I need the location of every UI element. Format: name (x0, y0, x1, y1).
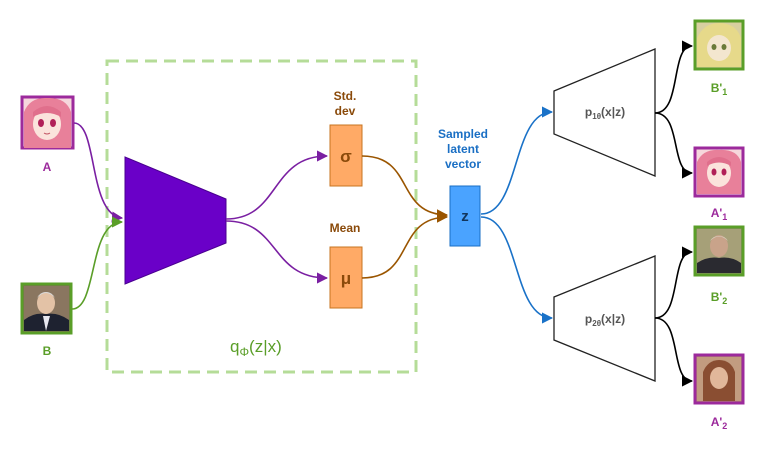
arrow-encoder-to-sigma (225, 150, 329, 220)
output-image-b2 (693, 225, 745, 277)
output-label-b1: B'1 (711, 81, 728, 97)
output-a1-sub: 1 (722, 212, 727, 222)
decoder-2-sub: 2θ (592, 319, 601, 328)
sigma-symbol: σ (340, 147, 352, 166)
output-label-a1: A'1 (711, 206, 728, 222)
decoder-1-sub: 1θ (592, 112, 601, 121)
decoder-1-label: p1θ(x|z) (585, 105, 625, 121)
mean-label: Mean (330, 221, 361, 235)
decoder-network-2 (553, 255, 656, 382)
arrow-decoder-1-to-a1 (654, 112, 694, 179)
decoder-1-rest: (x|z) (601, 105, 625, 119)
latent-z-symbol: z (461, 208, 469, 225)
output-b1-label: B' (711, 81, 723, 95)
arrow-sigma-to-z (361, 155, 449, 221)
arrow-decoder-2-to-a2 (654, 317, 694, 387)
arrow-mu-to-z (361, 211, 449, 279)
arrow-b-to-encoder (71, 216, 124, 310)
decoder-2-p: p (585, 312, 592, 326)
sigma-box (329, 124, 363, 187)
input-image-a (20, 95, 75, 150)
input-label-a: A (43, 160, 52, 174)
output-b1-sub: 1 (722, 87, 727, 97)
encoder-network (124, 156, 227, 285)
input-image-b (20, 282, 73, 335)
posterior-q: q (230, 337, 239, 356)
arrow-decoder-1-to-b1 (654, 40, 694, 114)
encoder-dashed-box (105, 59, 418, 374)
latent-z-box (449, 185, 481, 247)
output-a1-label: A' (711, 206, 723, 220)
latent-title-line1: Sampled (438, 127, 488, 141)
output-image-a1 (693, 146, 745, 198)
decoder-2-rest: (x|z) (601, 312, 625, 326)
output-b2-sub: 2 (722, 296, 727, 306)
latent-title-line2: latent (447, 142, 479, 156)
arrow-z-to-decoder-2 (480, 216, 554, 324)
output-image-b1 (693, 19, 745, 71)
output-b2-label: B' (711, 290, 723, 304)
mu-symbol: μ (341, 269, 351, 288)
latent-title-line3: vector (445, 157, 481, 171)
arrow-decoder-2-to-b2 (654, 246, 694, 319)
input-label-b: B (43, 344, 52, 358)
decoder-network-1 (553, 48, 656, 177)
decoder-2-label: p2θ(x|z) (585, 312, 625, 328)
mu-box (329, 246, 363, 309)
posterior-sub: Φ (239, 345, 249, 359)
output-image-a2 (693, 353, 745, 405)
arrow-encoder-to-mu (225, 220, 329, 284)
std-dev-label-line1: Std. (334, 89, 357, 103)
output-a2-label: A' (711, 415, 723, 429)
arrow-z-to-decoder-1 (480, 106, 554, 215)
posterior-label: qΦ(z|x) (230, 337, 282, 359)
output-label-a2: A'2 (711, 415, 728, 431)
output-a2-sub: 2 (722, 421, 727, 431)
posterior-rest: (z|x) (249, 337, 282, 356)
std-dev-label-line2: dev (335, 104, 356, 118)
arrow-a-to-encoder (73, 122, 124, 223)
decoder-1-p: p (585, 105, 592, 119)
output-label-b2: B'2 (711, 290, 728, 306)
